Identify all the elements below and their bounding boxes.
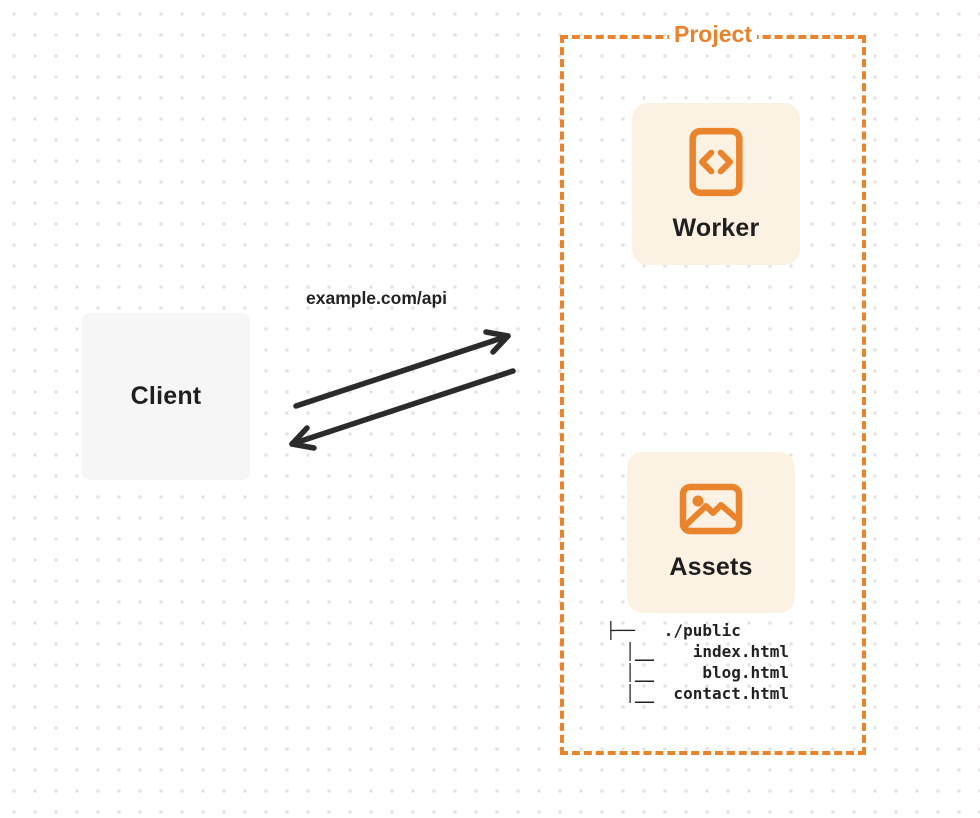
file-tree: ├── ./public │__ index.html │__ blog.htm… — [606, 621, 790, 703]
response-arrowhead — [289, 425, 317, 451]
assets-label: Assets — [669, 553, 753, 581]
client-label: Client — [130, 382, 202, 410]
request-arrowhead — [483, 329, 511, 355]
project-group: Project Worker Assets — [560, 21, 866, 755]
response-arrow-line — [289, 368, 516, 447]
worker-node: Worker — [632, 103, 800, 265]
client-node: Client — [82, 313, 250, 480]
request-arrow-line — [293, 333, 511, 409]
project-label: Project — [669, 21, 757, 48]
worker-label: Worker — [672, 213, 760, 242]
assets-node: Assets — [627, 452, 795, 613]
code-file-icon — [688, 126, 744, 198]
image-icon — [679, 483, 743, 535]
request-url-label: example.com/api — [306, 288, 448, 308]
